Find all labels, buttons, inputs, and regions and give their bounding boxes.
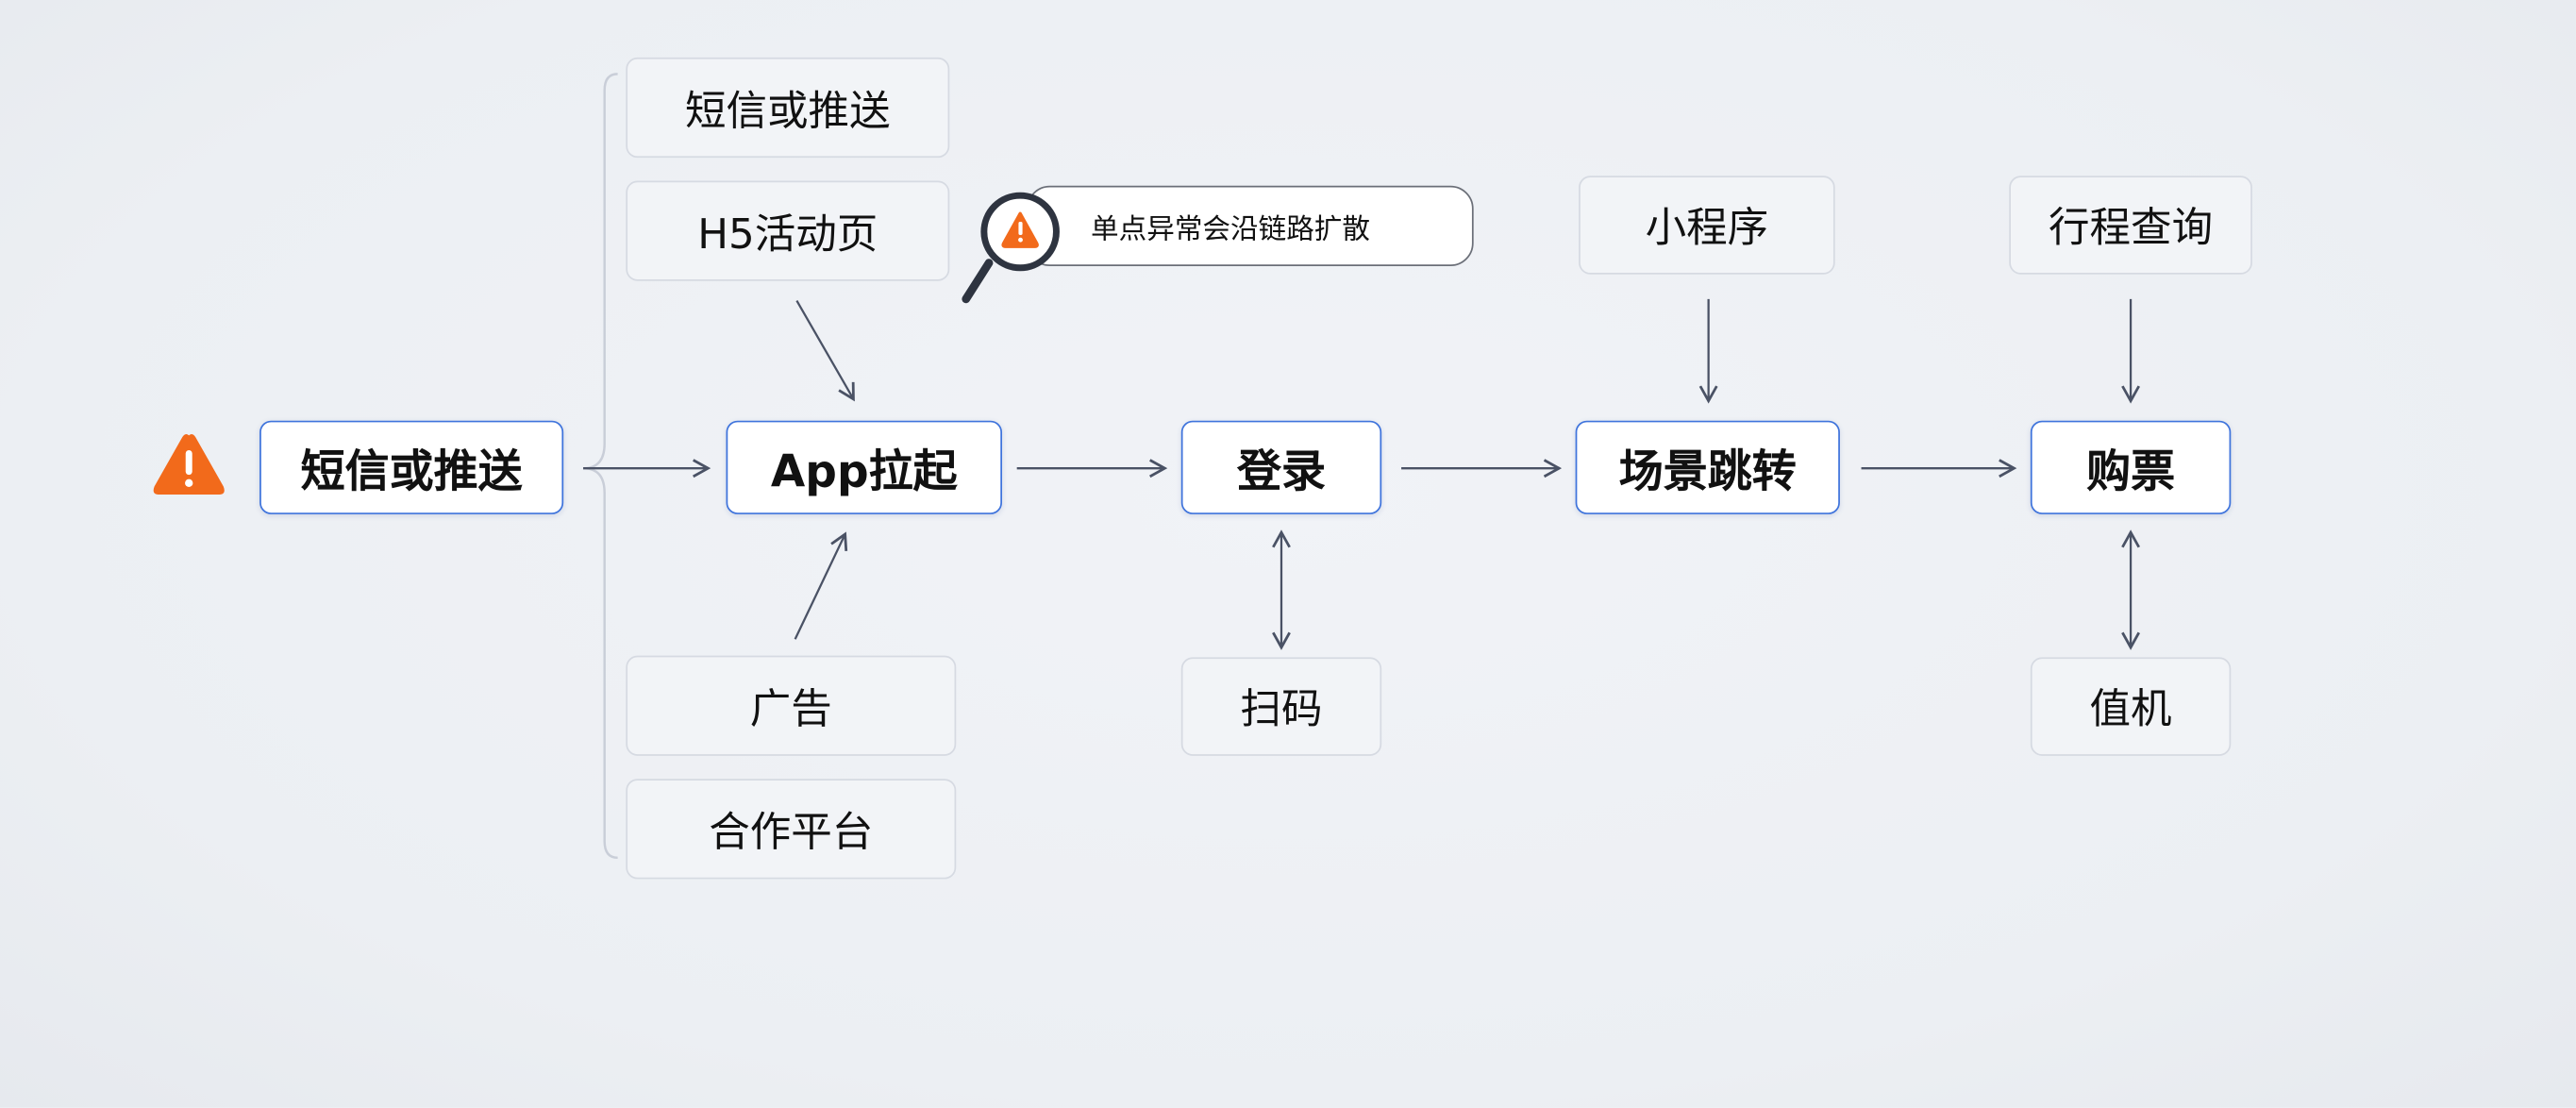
arrow-h5-to-app [795,300,855,402]
callout-bubble: 单点异常会沿链路扩散 [1027,185,1474,267]
node-checkin[interactable]: 值机 [2030,657,2232,756]
magnifier-warning-icon [962,192,1060,304]
arrow-ad-to-app [794,531,848,640]
source-bracket [583,73,618,860]
node-trip-query[interactable]: 行程查询 [2009,176,2252,275]
flow-node-login[interactable]: 登录 [1180,420,1382,514]
source-node-ad[interactable]: 广告 [626,655,957,756]
source-node-h5[interactable]: H5活动页 [626,180,950,281]
flow-node-app-launch[interactable]: App拉起 [726,420,1003,514]
node-scan[interactable]: 扫码 [1180,657,1382,756]
origin-node[interactable]: 短信或推送 [259,420,564,514]
source-node-sms[interactable]: 短信或推送 [626,57,950,159]
flow-node-ticket[interactable]: 购票 [2030,420,2232,514]
node-mini-program[interactable]: 小程序 [1579,176,1835,275]
warning-icon [153,433,225,495]
source-node-partner[interactable]: 合作平台 [626,779,957,880]
flow-node-scene-jump[interactable]: 场景跳转 [1575,420,1840,514]
callout-text: 单点异常会沿链路扩散 [1091,213,1370,247]
